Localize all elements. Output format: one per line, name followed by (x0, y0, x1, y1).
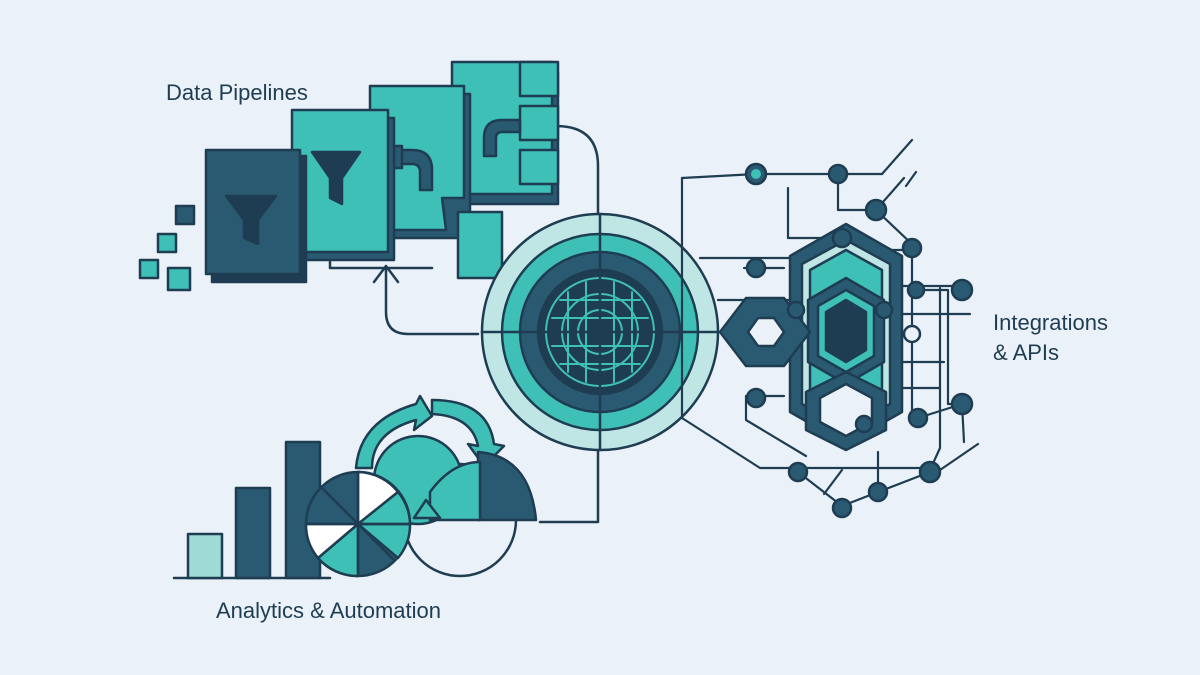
data-pipelines-group (138, 60, 600, 336)
analytics-group (172, 394, 538, 580)
hub-analytics-connector (538, 438, 600, 524)
funnel-icon (224, 194, 278, 246)
half-circle-shape (476, 450, 538, 522)
pipeline-connector-line (328, 124, 600, 270)
pixel-square (174, 204, 196, 226)
integrations-apis-label: Integrations & APIs (993, 308, 1108, 368)
pipe-elbow-icon (396, 148, 434, 192)
bar-chart-icon (186, 440, 322, 580)
pipeline-block (456, 210, 504, 280)
pie-chart-icon (304, 470, 412, 578)
network-nodes (744, 162, 974, 519)
teal-wedge (428, 460, 482, 522)
pipe-elbow-icon (482, 118, 522, 158)
pipeline-document-4 (450, 60, 560, 206)
central-hub (480, 212, 720, 524)
hexagon-network-icon (718, 222, 904, 452)
pixel-square (166, 266, 192, 292)
pixel-square (156, 232, 178, 254)
data-pipelines-label: Data Pipelines (166, 80, 308, 105)
play-triangle-icon (412, 498, 442, 520)
pipeline-document-1 (204, 148, 308, 284)
funnel-icon (310, 150, 362, 206)
feedback-arrow (372, 264, 480, 336)
integrations-network (680, 138, 980, 519)
pipeline-document-2 (290, 108, 396, 262)
pixel-square (138, 258, 160, 280)
integrations-label-line-2: & APIs (993, 340, 1060, 365)
integrations-label-line-1: Integrations (993, 310, 1108, 335)
analytics-automation-label: Analytics & Automation (216, 598, 442, 623)
